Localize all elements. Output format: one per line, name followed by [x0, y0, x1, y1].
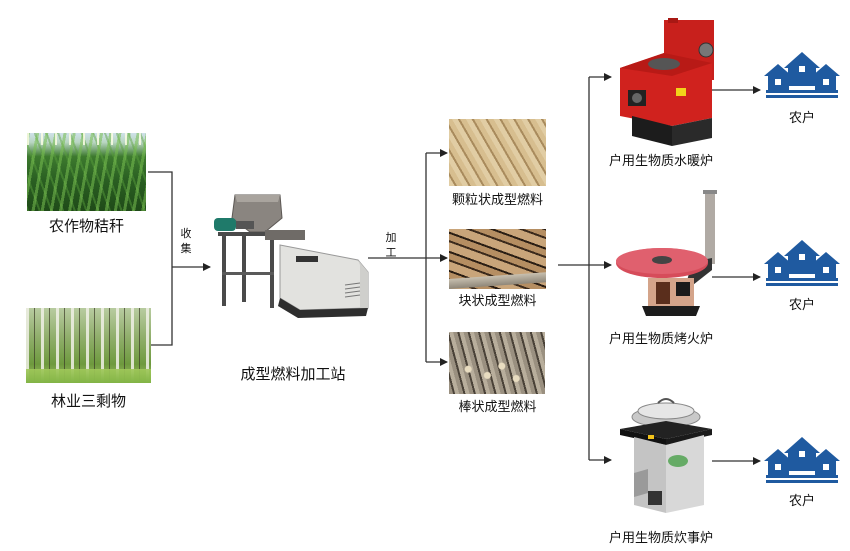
collect-label-char: 集: [180, 242, 192, 255]
houses-icon: [764, 52, 840, 98]
fuel-label-pellet: 颗粒状成型燃料: [451, 193, 543, 208]
station-label: 成型燃料加工站: [240, 365, 346, 383]
process-label-char: 工: [385, 246, 397, 259]
collect-label-char: 收: [180, 227, 192, 240]
pellet-fuel-photo: [449, 119, 546, 186]
round-heating-stove-photo: [616, 190, 717, 316]
forest-photo: [26, 308, 151, 383]
rod-fuel-photo: [449, 332, 545, 394]
source-label-forestry-residue: 林业三剩物: [50, 392, 126, 410]
fuel-label-rod: 棒状成型燃料: [458, 400, 537, 415]
household-connectors: [712, 86, 761, 465]
cooking-stove-photo: [620, 398, 712, 513]
houses-icon: [764, 240, 840, 286]
source-label-crop-straw: 农作物秸秆: [48, 217, 124, 235]
stove-label-water-heater: 户用生物质水暖炉: [608, 154, 713, 169]
distribution-connector: [558, 73, 612, 464]
stove-label-heating: 户用生物质烤火炉: [608, 332, 713, 347]
red-water-heating-stove-photo: [620, 18, 714, 146]
collect-connector: [148, 171, 211, 346]
household-label: 农户: [788, 111, 815, 126]
process-connector: [368, 149, 448, 366]
fuel-label-block: 块状成型燃料: [458, 294, 537, 309]
corn-field-photo: [27, 133, 146, 211]
fuel-press-machine-photo: [214, 194, 369, 318]
process-label: 加 工: [384, 230, 398, 260]
collect-label: 收 集: [179, 226, 193, 256]
stove-label-cooking: 户用生物质炊事炉: [608, 531, 713, 546]
block-fuel-photo: [449, 229, 546, 289]
household-label: 农户: [788, 494, 815, 509]
household-label: 农户: [788, 298, 815, 313]
process-label-char: 加: [385, 231, 397, 244]
houses-icon: [764, 437, 840, 483]
